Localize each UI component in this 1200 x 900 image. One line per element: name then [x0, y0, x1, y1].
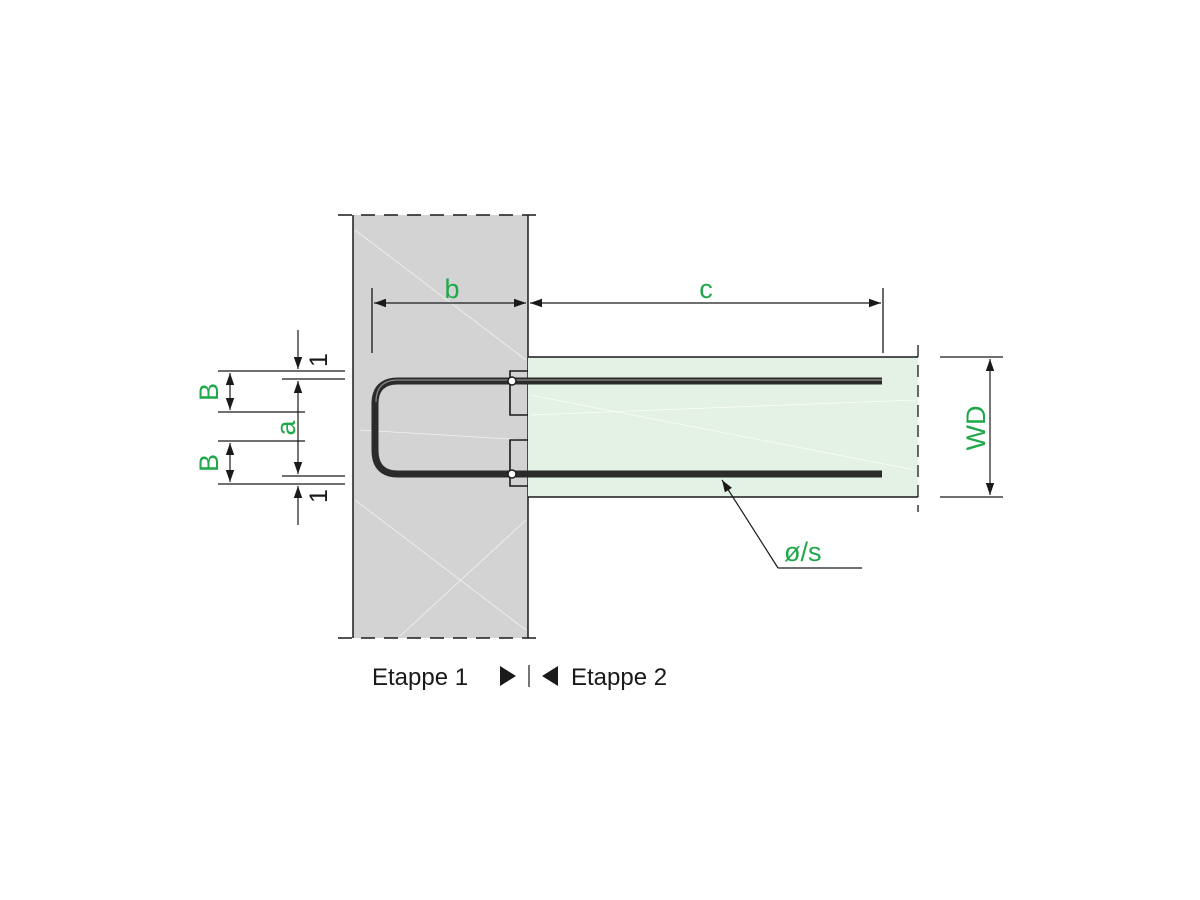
rebar-spec-leader — [721, 479, 779, 569]
caption-stage-2: Etappe 2 — [571, 664, 667, 691]
wall-hatching — [354, 229, 527, 637]
rebar-u-loop — [371, 377, 882, 478]
dim-b-label: b — [444, 274, 459, 304]
dim-B-top-label: B — [194, 383, 224, 401]
dim-1-top-label: 1 — [305, 353, 333, 367]
dim-a-label: a — [271, 420, 301, 436]
rebar-box-rivet-top — [507, 376, 517, 386]
dim-WD-label: WD — [961, 406, 991, 451]
slab-hatching — [529, 394, 916, 471]
caption-stage-1: Etappe 1 — [372, 664, 468, 691]
rebar-spec-label: ø/s — [784, 537, 822, 567]
rebar-u-loop-highlight — [375, 379, 882, 403]
wall-section — [353, 215, 528, 638]
dim-B-bottom-label: B — [194, 454, 224, 472]
rebar-box-profile — [509, 370, 528, 487]
rebar-box-rivet-bottom — [507, 469, 517, 479]
play-right-icon — [500, 666, 516, 686]
dim-1-bottom-label: 1 — [305, 489, 333, 503]
dim-c-label: c — [699, 274, 713, 304]
left-dim-extension-lines — [218, 370, 345, 485]
play-left-icon — [542, 666, 558, 686]
